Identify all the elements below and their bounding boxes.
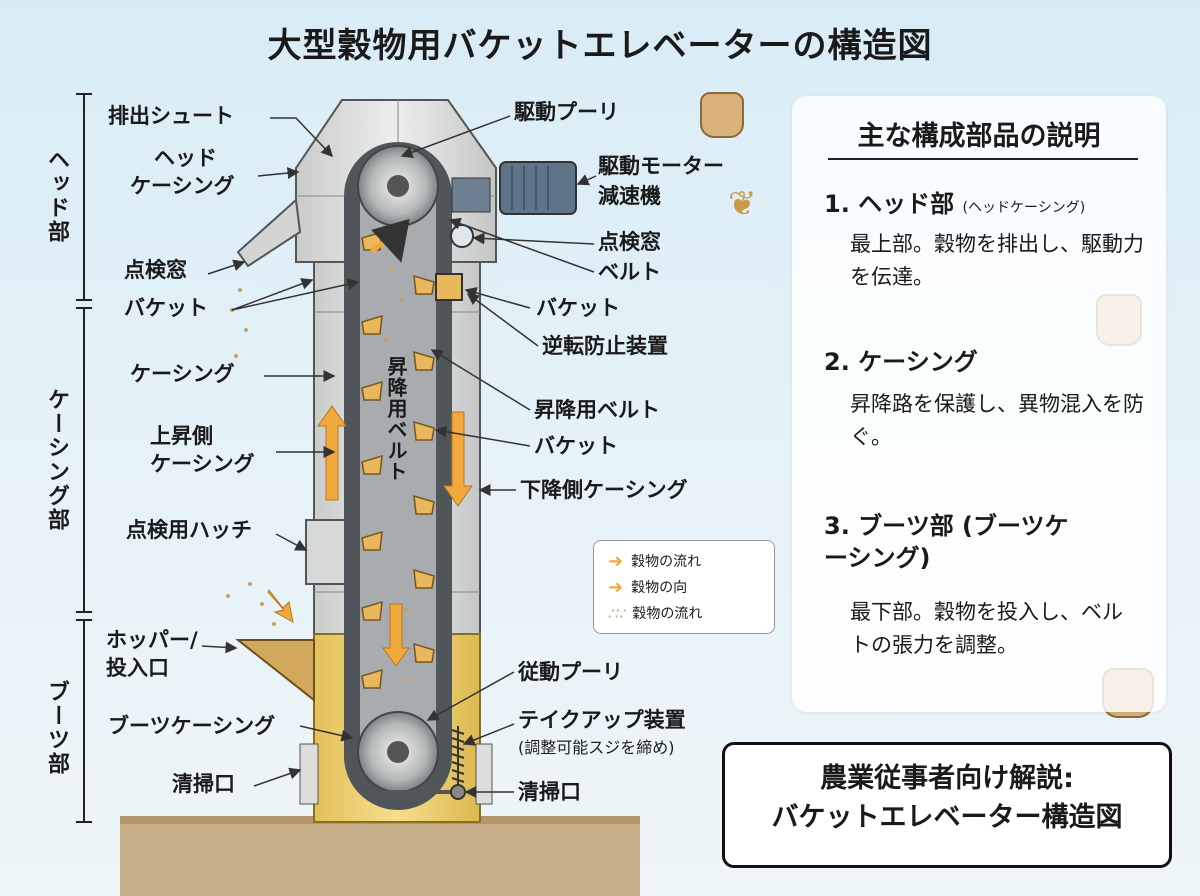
grain-dots-icon: ∴∵ (608, 603, 626, 623)
buckets-down (413, 274, 435, 663)
grain-stream (226, 268, 412, 682)
label-belt-vertical: 昇降用ベルト (384, 356, 408, 482)
label-takeup-1: テイクアップ装置 (518, 708, 686, 732)
label-cleanout-right: 清掃口 (518, 780, 581, 804)
info-item-head: 2. ケーシング (824, 346, 1154, 378)
label-inspection-window-right: 点検窓 (598, 230, 661, 254)
legend-label: 穀物の向 (631, 580, 688, 596)
legend-label: 穀物の流れ (631, 554, 702, 570)
grain-sack-icon (700, 92, 744, 138)
orange-arrow-icon: ➜ (608, 550, 624, 572)
page-title: 大型穀物用バケットエレベーターの構造図 (267, 26, 933, 66)
label-head-casing-2: ケーシング (130, 174, 235, 198)
label-head-casing-1: ヘッド (154, 146, 217, 170)
footer-line-2: バケットエレベーター構造図 (771, 802, 1123, 834)
info-item-body: 最上部。穀物を排出し、駆動力を伝達。 (850, 232, 1144, 289)
info-item-sub: (ヘッドケーシング) (962, 200, 1086, 216)
label-drive-motor-1: 駆動モーター (598, 154, 724, 178)
info-title: 主な構成部品の説明 (857, 121, 1101, 152)
inspection-hatch (305, 519, 347, 585)
label-elevator-belt-1: 昇降用ベルト (534, 398, 660, 422)
label-bucket-right: バケット (536, 296, 620, 320)
discharge-chute (236, 197, 302, 268)
legend-row: ➜ 穀物の流れ (608, 549, 701, 573)
info-item-title: 2. ケーシング (824, 348, 978, 376)
legend-label: 穀物の流れ (632, 606, 703, 622)
drive-motor (451, 161, 577, 215)
info-item-title: 3. ブーツ部 (ブーツケーシング) (824, 512, 1069, 573)
info-item-head: 1. ヘッド部 (ヘッドケーシング) (824, 188, 1154, 220)
leader-lines (201, 115, 597, 798)
label-cleanout-left: 清掃口 (172, 772, 235, 796)
info-panel: 主な構成部品の説明 1. ヘッド部 (ヘッドケーシング) 最上部。穀物を排出し、… (792, 96, 1166, 712)
legend: ➜ 穀物の流れ ➜ 穀物の向 ∴∵ 穀物の流れ (593, 540, 775, 634)
legend-row: ∴∵ 穀物の流れ (608, 601, 702, 625)
label-up-casing-2: ケーシング (150, 452, 255, 476)
label-elevator-belt-2: バケット (534, 434, 618, 458)
hopper (235, 639, 315, 703)
drive-pulley (357, 145, 439, 227)
label-drive-pulley: 駆動プーリ (514, 100, 619, 124)
legend-row: ➜ 穀物の向 (608, 575, 687, 599)
label-bucket-left: バケット (124, 296, 208, 320)
orange-arrow-icon: ➜ (608, 576, 624, 598)
label-backstop: 逆転防止装置 (542, 334, 668, 358)
label-hopper-1: ホッパー/ (106, 628, 198, 652)
wheat-sprig-icon: ❦ (728, 184, 757, 224)
section-casing: ケーシング部 (44, 388, 69, 532)
label-driven-pulley: 従動プーリ (518, 660, 623, 684)
take-up-device (451, 726, 465, 790)
label-discharge-chute: 排出シュート (108, 104, 234, 128)
section-head: ヘッド部 (44, 148, 69, 244)
backstop (435, 273, 463, 301)
label-up-casing-1: 上昇側 (150, 424, 213, 448)
inspection-window (450, 224, 474, 248)
driven-pulley (357, 711, 439, 793)
footer-line-1: 農業従事者向け解説: (820, 763, 1074, 794)
label-inspection-hatch: 点検用ハッチ (126, 518, 252, 542)
info-item-body: 最下部。穀物を投入し、ベルトの張力を調整。 (850, 600, 1123, 657)
label-hopper-2: 投入口 (106, 656, 169, 680)
buckets-up (361, 230, 383, 689)
footer-box: 農業従事者向け解説: バケットエレベーター構造図 (722, 742, 1172, 868)
ground (120, 822, 640, 896)
label-down-casing: 下降側ケーシング (520, 478, 688, 502)
label-inspection-window-left: 点検窓 (124, 258, 187, 282)
label-drive-motor-2: 減速機 (598, 184, 661, 208)
label-takeup-2: (調整可能スジを締め) (518, 738, 675, 757)
info-divider (828, 158, 1138, 160)
info-item-body: 昇降路を保護し、異物混入を防ぐ。 (850, 392, 1144, 449)
info-item-head: 3. ブーツ部 (ブーツケーシング) (824, 510, 1074, 575)
section-brackets (76, 93, 92, 823)
label-casing: ケーシング (130, 362, 235, 386)
info-item-title: 1. ヘッド部 (824, 190, 955, 218)
section-boot: ブーツ部 (44, 680, 69, 776)
label-belt: ベルト (598, 260, 661, 284)
label-boot-casing: ブーツケーシング (108, 714, 276, 738)
